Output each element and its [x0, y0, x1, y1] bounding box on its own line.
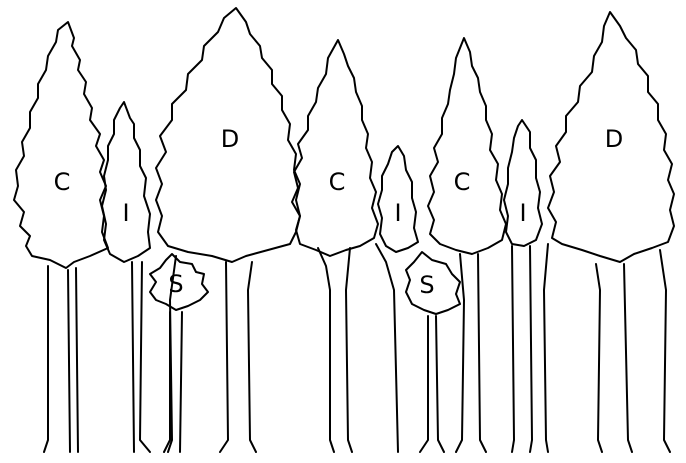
tree-intermediate-3: I [504, 120, 542, 452]
tree-label: I [122, 199, 129, 227]
trunk-right [660, 250, 670, 452]
trunk-left [248, 262, 256, 452]
tree-label: C [329, 168, 346, 196]
trunk-inner-right [624, 264, 632, 452]
trunk-left [132, 262, 134, 452]
tree-label: D [221, 125, 239, 153]
trunk-inner-left [68, 270, 70, 452]
trunk-left [44, 266, 48, 452]
tree-label: I [394, 199, 401, 227]
tree-label: D [605, 125, 623, 153]
trunk-right [140, 262, 150, 452]
tree-label: S [419, 271, 434, 299]
trunk-inner-right [76, 268, 78, 452]
tree-label: I [519, 199, 526, 227]
trunk-right [318, 248, 334, 452]
tree-intermediate-1: I [102, 102, 150, 452]
trunk-inner-left [596, 264, 602, 452]
tree-label: C [454, 168, 471, 196]
tree-intermediate-2: I [346, 146, 418, 452]
trunk-right [530, 246, 532, 452]
tree-suppressed-1: S [150, 254, 208, 452]
trunk-left [420, 316, 428, 452]
tree-codominant-3: C [428, 38, 506, 452]
trunk-right [220, 262, 228, 452]
trunk-inner [376, 244, 398, 452]
trunk-right [478, 254, 486, 452]
tree-label: C [54, 168, 71, 196]
trunk-right [180, 312, 182, 452]
tree-dominant-2: D [544, 12, 674, 452]
tree-dominant-1: D [156, 8, 300, 452]
crown-outline [428, 38, 506, 254]
trunk-left [164, 312, 170, 452]
trunk-left [346, 248, 352, 452]
tree-codominant-2: C [248, 40, 378, 452]
crown-outline [504, 120, 542, 246]
tree-suppressed-2: S [406, 252, 460, 452]
crown-outline [14, 22, 108, 268]
trunk-right [436, 316, 444, 452]
trunk-left [512, 246, 514, 452]
trunk-left [544, 244, 548, 452]
crown-outline [292, 40, 378, 256]
tree-codominant-1: C [14, 22, 108, 452]
crown-outline [102, 102, 150, 262]
